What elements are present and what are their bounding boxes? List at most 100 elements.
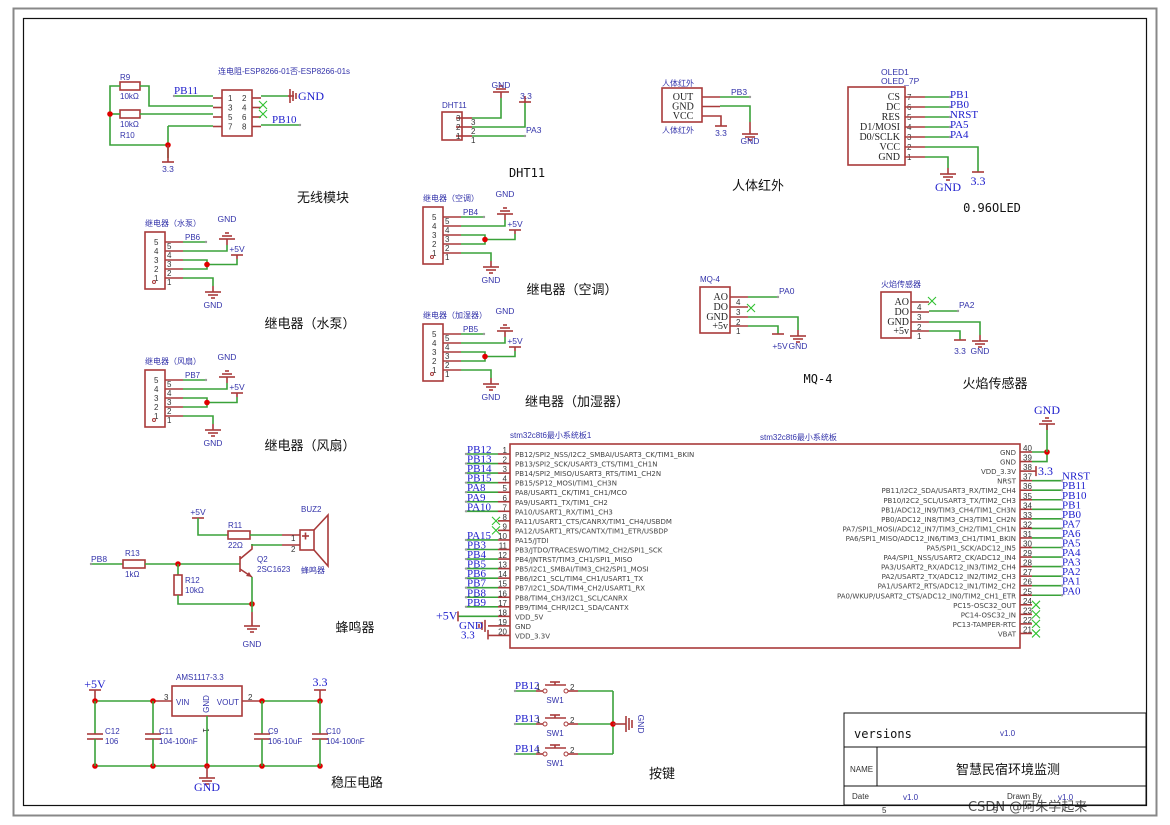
pin-number: 19 (498, 618, 507, 627)
switch-contact (563, 721, 569, 727)
pin-number: 39 (1023, 454, 1032, 463)
pin-number: 5 (228, 113, 233, 122)
ground-icon (483, 378, 499, 391)
power-5v: +5V (84, 677, 106, 691)
part-label: 继电器（水泵） (145, 218, 201, 228)
buzzer-icon (299, 512, 329, 569)
ref-r13: R13 (125, 549, 140, 558)
section-caption: 无线模块 (297, 191, 349, 206)
mcu-pin-name: GND (1000, 459, 1016, 467)
junction-dot (107, 111, 113, 117)
pin-number: 36 (1023, 482, 1032, 491)
net-end (464, 557, 468, 561)
pin-name-vin: VIN (176, 698, 190, 707)
cap-ref: C9 (268, 727, 279, 736)
push-button-icon (536, 744, 578, 757)
ground-icon (497, 324, 513, 337)
pin-number: 6 (503, 494, 508, 503)
net-end (523, 134, 527, 138)
net-gnd: GND (459, 620, 483, 632)
section-caption: 蜂鸣器 (335, 620, 374, 636)
pin-number: 29 (1023, 549, 1032, 558)
pin-number: 5 (432, 213, 437, 222)
net-end (948, 135, 952, 139)
pin-name: D0/SCLK (859, 132, 900, 143)
net-label: PA6 (1062, 528, 1081, 540)
net-end (1060, 508, 1064, 511)
cap-ref: C12 (105, 727, 120, 736)
net-label: PA1 (1062, 576, 1081, 588)
pin-number: 2 (471, 127, 476, 136)
pin-number: 1 (445, 253, 450, 262)
net-end (513, 722, 517, 726)
net-label: PB7 (185, 371, 201, 380)
pin-name-gnd: GND (202, 695, 211, 713)
mcu-pin-name: VDD_3.3V (515, 632, 550, 640)
no-connect-icon (1031, 619, 1041, 629)
wire (461, 220, 506, 227)
mcu-title-right: stm32c8t6最小系统板 (760, 432, 837, 442)
pin-number: 18 (498, 608, 507, 617)
power-3v3: 3.3 (461, 629, 475, 641)
net-label: NRST (1062, 471, 1090, 483)
net-end (1060, 584, 1064, 587)
value-r9: 10kΩ (120, 92, 139, 101)
pin-number: 25 (1023, 587, 1032, 596)
no-connect-stroke (491, 526, 501, 535)
pin-number: 24 (1023, 597, 1032, 606)
pin-number: 2 (167, 407, 172, 416)
ref-r9: R9 (120, 73, 131, 82)
mcu-pin-name: PA5/SPI1_SCK/ADC12_IN5 (926, 545, 1016, 553)
net-label: PA2 (1062, 566, 1081, 578)
mcu-pin-name: PA11/USART1_CTS/CANRX/TIM1_CH4/USBDM (515, 518, 672, 526)
versions-label: versions (854, 727, 912, 741)
pin-number: 5 (167, 242, 172, 251)
value-r12: 10kΩ (185, 586, 204, 595)
pin-number: 32 (1023, 520, 1032, 529)
pin1-marker (430, 372, 434, 376)
no-connect-stroke (746, 303, 756, 313)
buzzer-circuit: PB8R131kΩR1210kΩGNDQ22SC1623+5VR1122Ω12B… (89, 505, 375, 649)
pin-number: 2 (445, 244, 450, 253)
sheet-number: 5 (993, 806, 998, 815)
wire (183, 245, 228, 252)
no-connect-icon (1031, 609, 1041, 619)
pin-number: 4 (167, 389, 172, 398)
net-gnd: GND (789, 341, 808, 351)
net-label: PA0 (779, 286, 795, 296)
junction-dot (204, 399, 210, 406)
pin-number: 2 (154, 265, 159, 274)
section-caption: 继电器（风扇） (264, 438, 355, 454)
pin-number: 2 (248, 693, 253, 702)
pin-number: 2 (917, 323, 922, 332)
switch-contact (542, 688, 548, 694)
pin-number: 2 (570, 746, 575, 755)
net-label: PB6 (185, 233, 201, 242)
ground-icon (205, 424, 221, 437)
wire (183, 259, 208, 270)
net-label: PB14 (515, 743, 540, 755)
mcu-pin-name: PC14-OSC32_IN (961, 611, 1016, 619)
emitter-arrow (246, 572, 252, 577)
power-5v: +5V (436, 608, 458, 622)
pin-name: D1/MOSI (860, 122, 900, 133)
net-end (464, 538, 468, 542)
pin-number: 5 (445, 334, 450, 343)
wire (183, 277, 214, 286)
no-connect-icon (746, 303, 756, 313)
ground-icon (940, 168, 956, 181)
pin-number: 26 (1023, 578, 1032, 587)
mcu-pin-name: PC13-TAMPER-RTC (953, 621, 1016, 629)
section-caption: 火焰传感器 (962, 376, 1027, 392)
net-gnd: GND (492, 80, 511, 90)
pin-number: 13 (498, 561, 507, 570)
switch-ref: SW1 (546, 759, 564, 768)
pin-name: GND (878, 152, 900, 163)
pin-number: 4 (154, 385, 159, 394)
net-label: PB4 (467, 549, 486, 561)
pin-number: 1 (503, 446, 508, 455)
net-end (298, 123, 302, 127)
net-label: PB13 (467, 454, 492, 466)
drawn-by-label: Drawn By (1007, 792, 1042, 801)
